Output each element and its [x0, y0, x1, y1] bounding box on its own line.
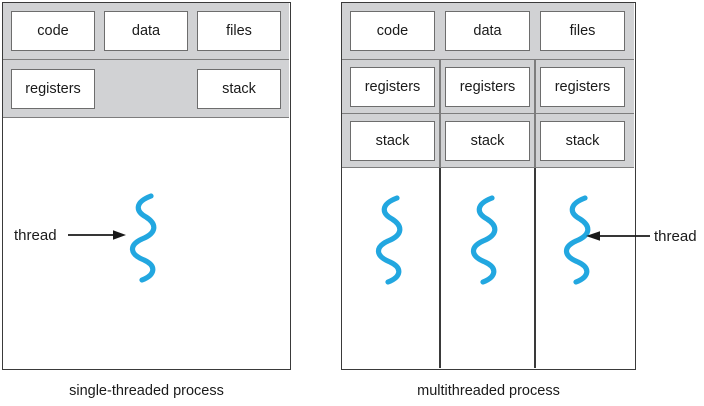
multi-registers-box-2[interactable]: registers [445, 67, 530, 107]
multi-stack-box-2[interactable]: stack [445, 121, 530, 161]
single-thread-squiggle [129, 193, 157, 283]
multi-registers-box-1[interactable]: registers [350, 67, 435, 107]
single-registers-box[interactable]: registers [11, 69, 95, 109]
multi-registers-box-3[interactable]: registers [540, 67, 625, 107]
multi-thread-squiggle-2 [470, 195, 498, 285]
single-threaded-process-frame: code data files registers stack [2, 2, 291, 370]
single-files-box[interactable]: files [197, 11, 281, 51]
single-data-box[interactable]: data [104, 11, 188, 51]
single-stack-box[interactable]: stack [197, 69, 281, 109]
single-threaded-caption: single-threaded process [69, 383, 224, 399]
single-code-box[interactable]: code [11, 11, 95, 51]
multi-thread-annotation-label: thread [654, 228, 697, 245]
multi-column-divider-gray-2 [534, 60, 536, 168]
multithreaded-process-frame: code data files registers registers regi… [341, 2, 636, 370]
multi-thread-annotation-arrow [586, 231, 650, 241]
multi-code-box[interactable]: code [350, 11, 435, 51]
multi-stack-box-1[interactable]: stack [350, 121, 435, 161]
multi-files-box[interactable]: files [540, 11, 625, 51]
multi-data-box[interactable]: data [445, 11, 530, 51]
multi-column-divider-gray-1 [439, 60, 441, 168]
multi-thread-squiggle-3 [563, 195, 591, 285]
multi-column-divider-1 [439, 168, 441, 368]
multi-stack-box-3[interactable]: stack [540, 121, 625, 161]
multithreaded-caption: multithreaded process [417, 383, 560, 399]
multi-thread-squiggle-1 [375, 195, 403, 285]
multi-column-divider-2 [534, 168, 536, 368]
single-thread-annotation-arrow [68, 230, 126, 240]
single-thread-annotation-label: thread [14, 227, 57, 244]
